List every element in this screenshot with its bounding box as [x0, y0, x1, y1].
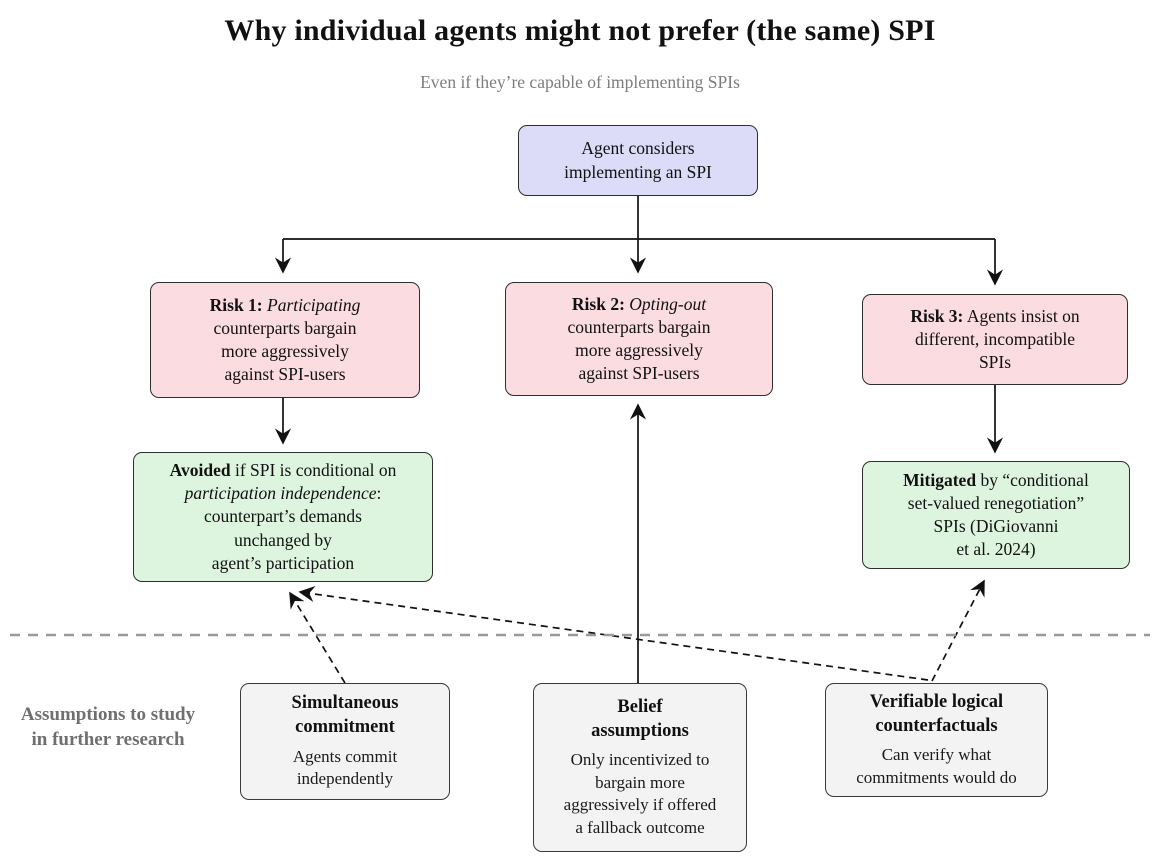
risk1-box: Risk 1: Participating counterparts barga… [150, 282, 420, 398]
simultaneous-heading-line: Simultaneous [291, 693, 399, 714]
avoided-heading: Avoided if SPI is conditional on [170, 459, 397, 482]
risk1-label: Risk 1: [209, 294, 263, 315]
mitigated-line: SPIs (DiGiovanni [933, 516, 1059, 536]
simultaneous-heading-line: commitment [295, 717, 395, 738]
verifiable-heading-line: counterfactuals [875, 715, 998, 736]
avoided-box: Avoided if SPI is conditional on partici… [133, 452, 433, 582]
agent-line: Agent considers [581, 138, 695, 159]
avoided-colon: : [376, 483, 382, 504]
belief-body-line: bargain more [595, 772, 685, 792]
avoided-label: Avoided [169, 460, 231, 481]
risk3-line: different, incompatible [914, 328, 1076, 349]
risk2-line: against SPI-users [578, 363, 700, 384]
side-label-line: to study in [31, 704, 196, 751]
avoided-line: agent’s participation [211, 552, 355, 573]
risk2-label: Risk 2: [571, 293, 625, 314]
mitigated-box: Mitigated by “conditional set-valued ren… [862, 461, 1130, 569]
page-title: Why individual agents might not prefer (… [224, 14, 936, 47]
risk2-italic: Opting-out [629, 293, 707, 314]
risk3-heading: Risk 3: Agents insist on [910, 305, 1079, 328]
risk3-text: Agents insist on [966, 305, 1080, 326]
avoided-italic: participation independence [184, 483, 377, 504]
assumptions-side-label: Assumptions to study in further research [18, 702, 198, 752]
simultaneous-commitment-box: Simultaneous commitment Agents commit in… [240, 683, 450, 800]
belief-body-line: a fallback outcome [575, 817, 705, 837]
risk1-line: against SPI-users [224, 364, 346, 385]
risk1-italic: Participating [267, 294, 361, 315]
risk1-line: counterparts bargain [213, 317, 357, 338]
belief-body: Only incentivized to bargain more aggres… [564, 749, 717, 839]
avoided-italic-line: participation independence: [185, 482, 382, 505]
risk1-heading: Risk 1: Participating [210, 294, 361, 317]
risk3-line: SPIs [978, 352, 1012, 373]
belief-heading-line: assumptions [591, 720, 689, 741]
agent-line: implementing an SPI [564, 161, 712, 182]
side-label-line: further research [52, 729, 185, 751]
side-label-line: Assumptions [20, 704, 126, 725]
verifiable-body-line: commitments would do [856, 767, 1017, 787]
simultaneous-heading: Simultaneous commitment [292, 692, 399, 739]
simultaneous-body: Agents commit independently [293, 746, 397, 791]
belief-body-line: Only incentivized to [570, 750, 710, 770]
belief-heading-line: Belief [617, 696, 663, 717]
avoided-line: unchanged by [234, 529, 332, 550]
avoided-line: counterpart’s demands [204, 506, 362, 527]
risk3-box: Risk 3: Agents insist on different, inco… [862, 294, 1128, 385]
verifiable-heading: Verifiable logical counterfactuals [870, 691, 1003, 738]
verifiable-counterfactuals-box: Verifiable logical counterfactuals Can v… [825, 683, 1048, 797]
mitigated-label: Mitigated [903, 469, 977, 490]
mitigated-line: et al. 2024) [956, 539, 1036, 560]
page-subtitle: Even if they’re capable of implementing … [420, 72, 740, 92]
risk2-line: more aggressively [575, 340, 703, 360]
verifiable-body-line: Can verify what [881, 745, 992, 765]
risk3-label: Risk 3: [910, 305, 964, 326]
simultaneous-body-line: independently [296, 769, 394, 789]
avoided-text: if SPI is conditional on [234, 460, 397, 481]
risk2-heading: Risk 2: Opting-out [572, 293, 706, 316]
mitigated-text: by “conditional [980, 469, 1089, 490]
belief-body-line: aggressively if offered [563, 795, 717, 815]
mitigated-heading: Mitigated by “conditional [903, 469, 1089, 492]
dashed-arrow-simultaneous-to-avoided [289, 591, 346, 684]
risk2-line: counterparts bargain [567, 316, 711, 337]
dashed-arrow-verifiable-to-mitigated [931, 579, 985, 682]
risk2-box: Risk 2: Opting-out counterparts bargain … [505, 282, 773, 396]
agent-considers-box: Agent considers implementing an SPI [518, 125, 758, 196]
risk1-line: more aggressively [221, 341, 349, 361]
belief-assumptions-box: Belief assumptions Only incentivized to … [533, 683, 747, 852]
simultaneous-body-line: Agents commit [292, 746, 398, 766]
verifiable-body: Can verify what commitments would do [856, 744, 1017, 789]
verifiable-heading-line: Verifiable logical [869, 691, 1004, 712]
mitigated-line: set-valued renegotiation” [907, 492, 1085, 513]
belief-heading: Belief assumptions [591, 696, 689, 743]
